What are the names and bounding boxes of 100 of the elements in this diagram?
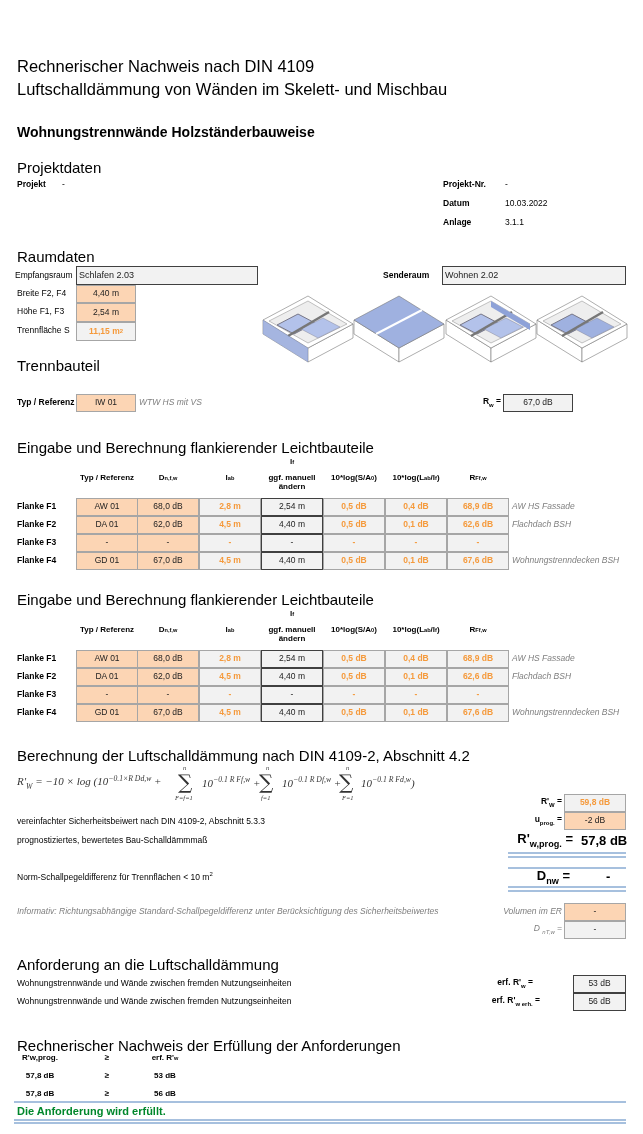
result-message: Die Anforderung wird erfüllt.	[17, 1104, 166, 1118]
field-label: Typ / Referenz	[17, 398, 75, 408]
sum-symbol: ∑	[178, 770, 193, 794]
input-field: 2,54 m	[261, 650, 323, 668]
informative-note: Informativ: Richtungsabhängige Standard-Schallpegeldifferenz unter Berücksichtigung des Sicherheitsbeiwertes	[17, 907, 439, 917]
column-header: ggf. manuell ändern	[267, 472, 317, 493]
subtitle: Wohnungstrennwände Holzständerbauweise	[17, 123, 315, 141]
table-cell-text: ≥	[103, 1069, 111, 1082]
input-field: 2,54 m	[261, 498, 323, 516]
value-cell: 0,5 dB	[323, 668, 385, 686]
row-label: Flanke F4	[17, 556, 57, 566]
symbol-label: erf. R'$_{w}$ =	[497, 978, 533, 990]
input-field: 67,0 dB	[137, 552, 199, 570]
value-cell: 0,1 dB	[385, 516, 447, 534]
field-label: Projekt	[17, 180, 46, 190]
table-cell-text: 53 dB	[153, 1069, 177, 1082]
value-cell: 4,5 m	[199, 516, 261, 534]
row-label: Flanke F3	[17, 690, 57, 700]
value-cell: 59,8 dB	[564, 794, 626, 812]
title: Rechnerischer Nachweis nach DIN 4109	[17, 56, 315, 76]
value-cell: 4,5 m	[199, 668, 261, 686]
input-field: -	[76, 686, 138, 704]
note-text: Flachdach BSH	[512, 520, 572, 530]
input-field: 62,0 dB	[137, 516, 199, 534]
input-field: AW 01	[76, 650, 138, 668]
value-cell: -	[564, 921, 626, 939]
section-heading: Berechnung der Luftschalldämmung nach DIN 4109-2, Abschnitt 4.2	[17, 747, 470, 765]
value-cell: -	[385, 534, 447, 552]
value-cell: 67,6 dB	[447, 704, 509, 722]
input-field: DA 01	[76, 668, 138, 686]
field-value: -	[505, 180, 508, 190]
input-field: 4,40 m	[76, 285, 136, 303]
value-cell: -	[323, 686, 385, 704]
value-cell: 0,5 dB	[323, 516, 385, 534]
value-cell: 4,5 m	[199, 552, 261, 570]
value-cell: -	[199, 686, 261, 704]
field-label: Volumen im ER	[503, 907, 562, 917]
value-cell: 0,5 dB	[323, 650, 385, 668]
row-label: Flanke F2	[17, 520, 57, 530]
value-cell: 68,9 dB	[447, 498, 509, 516]
table-cell-text: ≥	[103, 1087, 111, 1100]
note-text: WTW HS mit VS	[139, 398, 202, 408]
value-cell: 4,5 m	[199, 704, 261, 722]
table-cell-text: 57,8 dB	[24, 1087, 56, 1100]
sum-symbol: ∑	[259, 770, 274, 794]
value-cell: 62,6 dB	[447, 668, 509, 686]
formula-text: R'$_{W}$ = −10 × log (10$^{−0.1×R Dd,w}$ +	[17, 774, 162, 792]
description-text: Wohnungstrennwände und Wände zwischen fremden Nutzungseinheiten	[17, 997, 292, 1007]
value-cell: 0,4 dB	[385, 650, 447, 668]
field-label: Datum	[443, 199, 470, 209]
field-value: 10.03.2022	[505, 199, 548, 209]
input-field: 4,40 m	[261, 516, 323, 534]
description-text: Norm-Schallpegeldifferenz für Trennflächen < 10 m$^{2}$	[17, 871, 213, 883]
value-cell: 53 dB	[573, 975, 626, 993]
value-cell: -	[323, 534, 385, 552]
section-heading: Eingabe und Berechnung flankierender Leichtbauteile	[17, 439, 374, 457]
value-cell: -	[447, 534, 509, 552]
result-value: 57,8 dB	[581, 833, 628, 849]
input-field: -	[137, 686, 199, 704]
text-field: Wohnen 2.02	[442, 266, 626, 285]
input-field: 67,0 dB	[137, 704, 199, 722]
value-cell: 0,5 dB	[323, 552, 385, 570]
section-heading: Projektdaten	[17, 159, 102, 177]
input-field: IW 01	[76, 394, 136, 412]
value-cell: 0,1 dB	[385, 668, 447, 686]
input-field: -	[261, 686, 323, 704]
formula-text: 10$^{−0.1 R Fd,w}$)	[361, 776, 415, 790]
symbol-label: R$_{w}$ =	[482, 397, 501, 409]
input-field: GD 01	[76, 552, 138, 570]
input-field: -	[76, 534, 138, 552]
text-field: Schlafen 2.03	[76, 266, 258, 285]
field-label: Höhe F1, F3	[17, 307, 65, 317]
input-field: 4,40 m	[261, 704, 323, 722]
field-label: Empfangsraum	[15, 271, 73, 281]
input-field: 4,40 m	[261, 668, 323, 686]
symbol-label: u$_{prog.}$ =	[534, 815, 562, 827]
note-text: Flachdach BSH	[512, 672, 572, 682]
row-label: Flanke F1	[17, 502, 57, 512]
value-cell: -	[385, 686, 447, 704]
input-field: -	[137, 534, 199, 552]
title: Luftschalldämmung von Wänden im Skelett- und Mischbau	[17, 79, 448, 99]
table-cell-text: 56 dB	[153, 1087, 177, 1100]
field-label: Trennfläche S	[17, 326, 70, 336]
symbol-label: R'$_{w,prog.}$ =	[517, 832, 573, 850]
note-text: Wohnungstrenndecken BSH	[512, 708, 620, 718]
field-label: Anlage	[443, 218, 472, 228]
symbol-label: R'$_{W}$ =	[540, 797, 562, 809]
input-field: 2,54 m	[76, 303, 136, 322]
value-cell: 2,8 m	[199, 650, 261, 668]
note-text: AW HS Fassade	[512, 654, 575, 664]
section-heading: Anforderung an die Luftschalldämmung	[17, 956, 279, 974]
input-field: -	[261, 534, 323, 552]
formula-text: 10$^{−0.1 R Ff,w}$ +	[202, 776, 261, 789]
row-label: Flanke F1	[17, 654, 57, 664]
input-field: 68,0 dB	[137, 650, 199, 668]
input-field: -2 dB	[564, 812, 626, 830]
field-label: Projekt-Nr.	[443, 180, 486, 190]
value-cell: 0,1 dB	[385, 704, 447, 722]
value-cell: -	[199, 534, 261, 552]
value-cell: 11,15 m$^{2}$	[76, 322, 136, 341]
